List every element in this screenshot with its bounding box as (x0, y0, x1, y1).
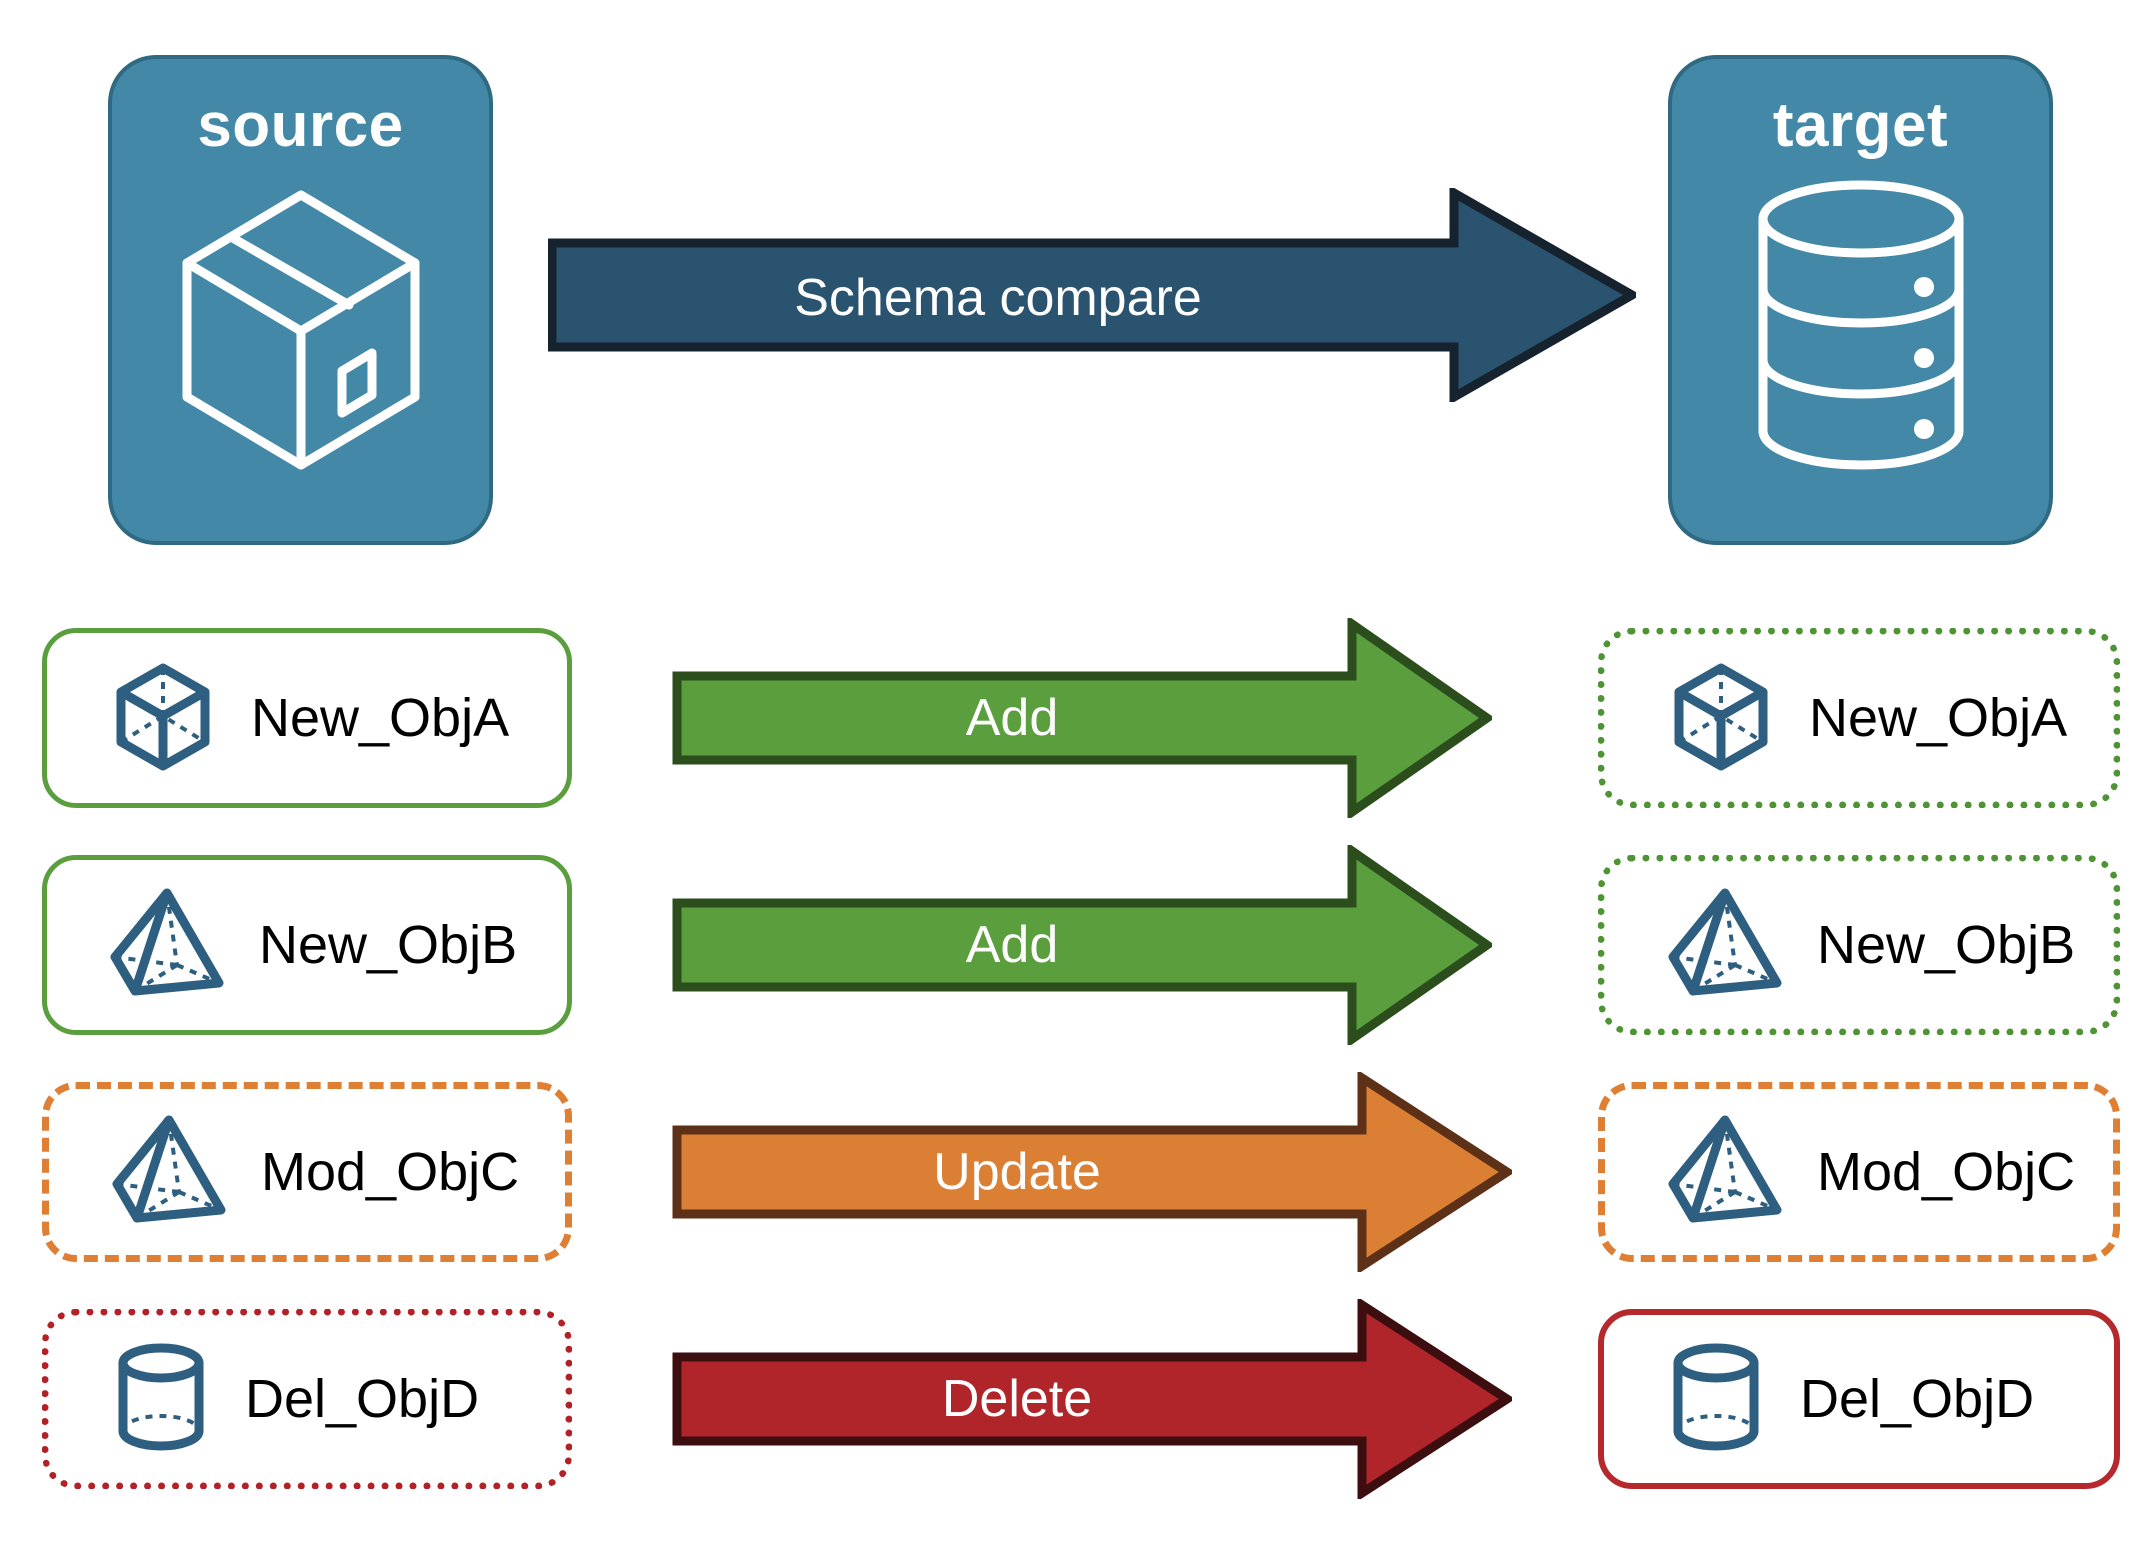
target-object-label-4: Del_ObjD (1800, 1369, 2035, 1429)
add-arrow-label-1: Add (965, 689, 1059, 747)
source-object-label-2: New_ObjB (259, 915, 518, 975)
add-arrow-1 (672, 615, 1495, 821)
source-endpoint-label: source (197, 91, 404, 160)
wireframe-cube-icon (109, 660, 217, 777)
source-object-card-4[interactable]: Del_ObjD (42, 1309, 572, 1489)
source-object-card-2[interactable]: New_ObjB (42, 855, 572, 1035)
source-object-card-3[interactable]: Mod_ObjC (42, 1082, 572, 1262)
database-cylinder-icon (1736, 175, 1986, 480)
target-object-label-3: Mod_ObjC (1817, 1142, 2076, 1202)
delete-arrow (672, 1296, 1516, 1502)
add-arrow-label-2: Add (965, 916, 1059, 974)
target-object-card-4[interactable]: Del_ObjD (1598, 1309, 2120, 1489)
wireframe-cylinder-icon (111, 1341, 211, 1458)
target-endpoint-card[interactable]: target (1668, 55, 2053, 545)
package-box-icon (167, 175, 435, 480)
source-object-label-3: Mod_ObjC (261, 1142, 520, 1202)
target-object-card-1[interactable]: New_ObjA (1598, 628, 2120, 808)
wireframe-cube-icon (1667, 660, 1775, 777)
update-arrow (672, 1069, 1516, 1275)
target-endpoint-label: target (1772, 91, 1949, 160)
wireframe-pyramid-icon (109, 887, 225, 1004)
schema-compare-arrow (547, 185, 1642, 405)
update-arrow-label: Update (933, 1143, 1101, 1201)
schema-compare-label: Schema compare (794, 269, 1202, 327)
source-object-card-1[interactable]: New_ObjA (42, 628, 572, 808)
source-endpoint-card[interactable]: source (108, 55, 493, 545)
source-object-label-1: New_ObjA (251, 688, 510, 748)
target-object-label-2: New_ObjB (1817, 915, 2076, 975)
target-object-card-2[interactable]: New_ObjB (1598, 855, 2120, 1035)
target-object-card-3[interactable]: Mod_ObjC (1598, 1082, 2120, 1262)
wireframe-pyramid-icon (1667, 887, 1783, 1004)
add-arrow-2 (672, 842, 1495, 1048)
target-object-label-1: New_ObjA (1809, 688, 2068, 748)
wireframe-pyramid-icon (1667, 1114, 1783, 1231)
source-object-label-4: Del_ObjD (245, 1369, 480, 1429)
wireframe-pyramid-icon (111, 1114, 227, 1231)
delete-arrow-label: Delete (941, 1370, 1093, 1428)
wireframe-cylinder-icon (1666, 1341, 1766, 1458)
